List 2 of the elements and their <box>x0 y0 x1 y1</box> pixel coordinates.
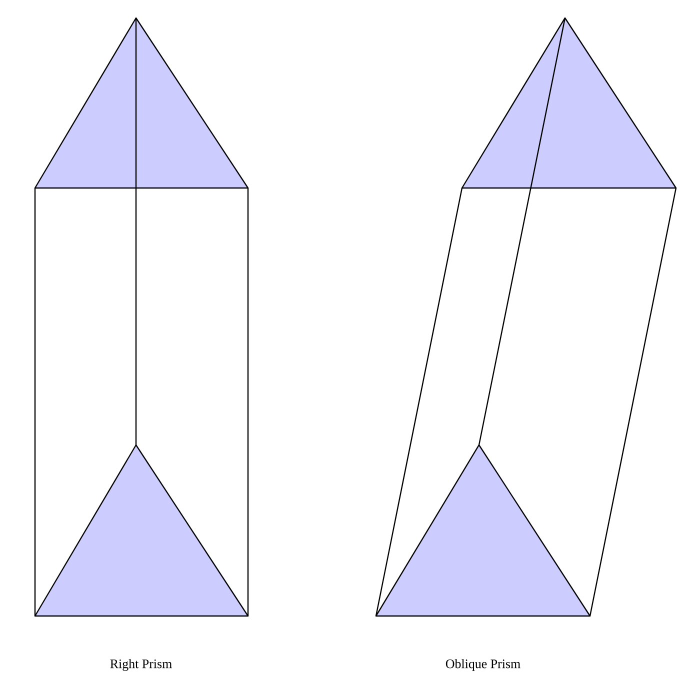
caption: Right Prism <box>110 659 172 671</box>
caption: Oblique Prism <box>446 659 520 671</box>
